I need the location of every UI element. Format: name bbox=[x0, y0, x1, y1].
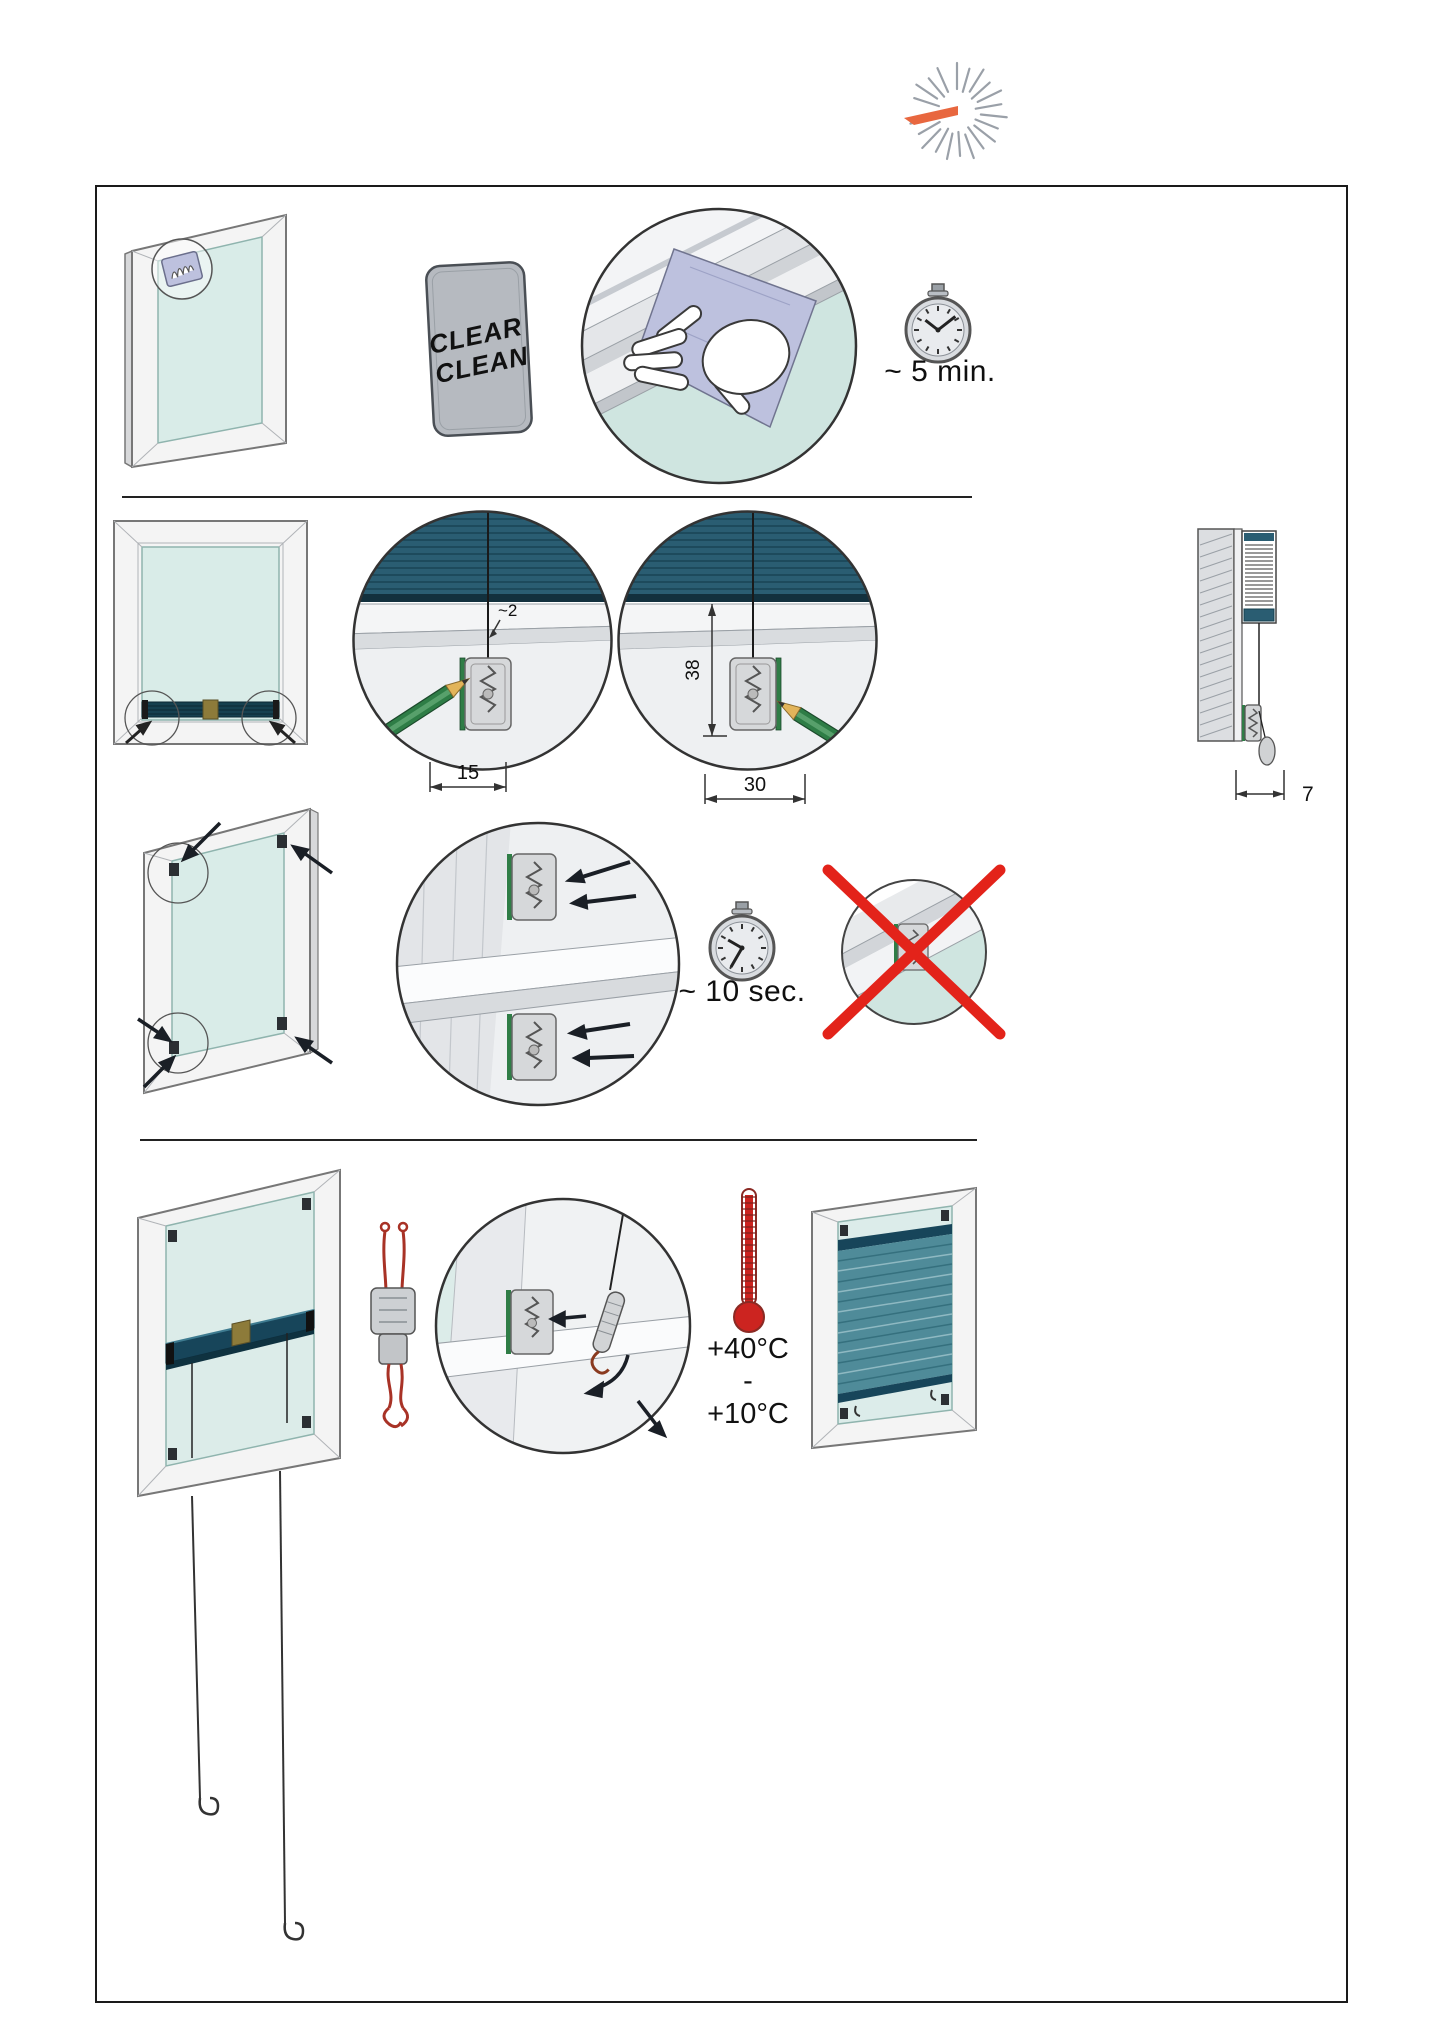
placement-arrows bbox=[137, 821, 334, 1089]
cord-tensioner bbox=[590, 1291, 626, 1375]
dimension-15: 15 bbox=[418, 760, 518, 810]
dim-offset-label: ~2 bbox=[498, 601, 517, 620]
window-clips-illustration bbox=[128, 795, 343, 1125]
starburst-logo-icon bbox=[904, 61, 1008, 161]
side-view-illustration bbox=[1188, 515, 1293, 780]
prohibition-cross-icon bbox=[822, 864, 1006, 1040]
dimension-7: 7 bbox=[1228, 768, 1348, 818]
press-arrows bbox=[564, 860, 637, 1068]
row-separator-1 bbox=[122, 496, 972, 498]
temp-min-label: +10°C bbox=[707, 1397, 789, 1430]
temp-separator: - bbox=[743, 1365, 753, 1398]
clock-5min bbox=[902, 280, 974, 371]
hand-wipe-icon bbox=[151, 238, 213, 300]
temp-max-label: +40°C bbox=[707, 1333, 789, 1365]
clear-clean-packet: CLEAR CLEAN bbox=[420, 252, 540, 452]
blind-stack bbox=[141, 699, 280, 720]
cord-tensioner-part bbox=[355, 1218, 433, 1438]
window-clean-illustration bbox=[118, 205, 313, 480]
window-marking-illustration bbox=[108, 515, 313, 755]
hook-arrows bbox=[548, 1310, 630, 1399]
brand-logo bbox=[900, 55, 1015, 175]
hand-icon bbox=[623, 305, 791, 415]
temperature-range: +40°C - +10°C bbox=[688, 1332, 808, 1431]
dim-38-label: 38 bbox=[683, 659, 704, 680]
mounting-clip-top bbox=[507, 853, 557, 921]
row-separator-2 bbox=[140, 1139, 977, 1141]
dimension-30: 30 bbox=[695, 772, 815, 822]
mounting-clip-bottom bbox=[507, 1013, 557, 1081]
window-mount-illustration bbox=[122, 1158, 362, 2003]
wrong-placement-circle bbox=[706, 744, 1122, 1160]
dim-7-label: 7 bbox=[1302, 783, 1314, 806]
corner-brackets bbox=[169, 835, 287, 1054]
mounting-clip bbox=[459, 657, 512, 731]
thermometer-icon bbox=[733, 1188, 765, 1333]
clock-10sec bbox=[706, 898, 778, 989]
clip-detail-circle bbox=[237, 663, 839, 1265]
corner-mark-arrows bbox=[125, 720, 296, 745]
duration-10sec-label: ~ 10 sec. bbox=[678, 975, 806, 1008]
mark-detail-circle-left: ~2 bbox=[193, 351, 772, 930]
corner-brackets bbox=[168, 1198, 311, 1460]
stopwatch-icon bbox=[708, 901, 776, 982]
pleated-blind bbox=[837, 1224, 953, 1403]
cleaning-detail-circle bbox=[403, 9, 1054, 703]
content-border bbox=[95, 185, 1348, 2003]
mounting-clip-side bbox=[1242, 704, 1262, 742]
hook-detail-circle bbox=[292, 1055, 834, 1597]
blind-headrail bbox=[165, 1309, 315, 1370]
corner-brackets bbox=[840, 1210, 949, 1419]
dim-30-label: 30 bbox=[744, 774, 766, 796]
dim-15-label: 15 bbox=[457, 762, 479, 784]
finished-window-illustration bbox=[800, 1178, 988, 1461]
stopwatch-icon bbox=[904, 283, 972, 364]
thermometer bbox=[720, 1183, 778, 1340]
mounting-clip bbox=[506, 1289, 554, 1355]
mounting-clip bbox=[729, 657, 782, 731]
mark-detail-circle-right: 38 bbox=[458, 351, 1037, 930]
tension-cords bbox=[191, 1470, 305, 1941]
pull-down-arrow bbox=[636, 1399, 668, 1439]
duration-5min-label: ~ 5 min. bbox=[884, 355, 996, 388]
